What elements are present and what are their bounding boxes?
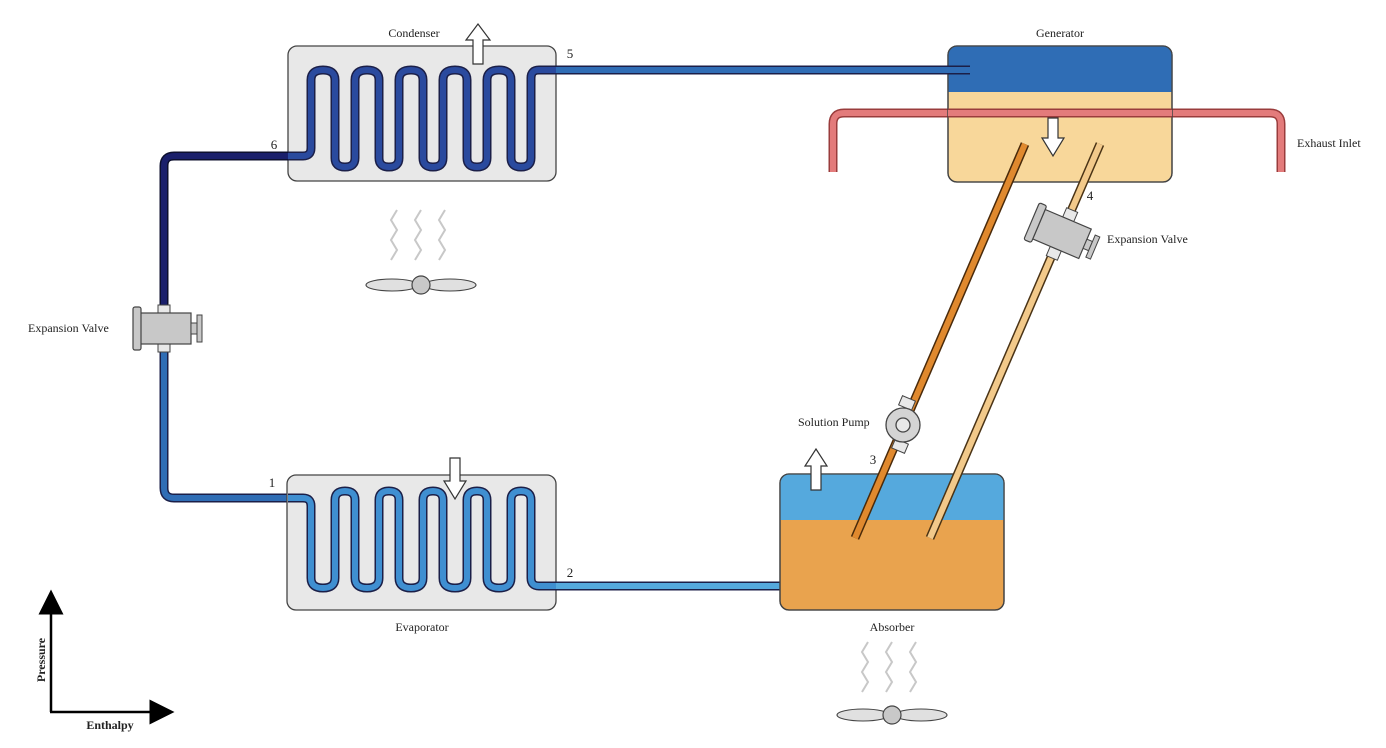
condenser-fan-icon: [365, 275, 477, 295]
solution-line-4: [925, 142, 1105, 540]
heat-reject-arrow-icon: [803, 447, 829, 491]
state-point-3: 3: [870, 452, 877, 467]
state-point-1: 1: [269, 475, 276, 490]
generator-unit: Generator: [947, 26, 1173, 183]
heat-out-arrow-icon: [464, 23, 492, 65]
expansion-valve-right: [1023, 202, 1101, 261]
absorber-label: Absorber: [870, 620, 915, 634]
pressure-axis-label: Pressure: [34, 637, 48, 682]
condenser-unit: Condenser: [287, 26, 557, 182]
expansion-valve-left-label: Expansion Valve: [28, 321, 109, 335]
evaporator-unit: Evaporator: [286, 474, 557, 634]
enthalpy-axis-label: Enthalpy: [86, 718, 133, 732]
evaporator-coil: [288, 488, 556, 591]
evaporator-label: Evaporator: [395, 620, 448, 634]
absorber-heat-waves-icon: [860, 641, 918, 693]
expansion-valve-left: [132, 304, 203, 353]
heat-in-arrow-icon: [1040, 117, 1066, 158]
pressure-enthalpy-axes: Pressure Enthalpy: [34, 589, 175, 732]
low-pressure-line-1: [159, 330, 288, 503]
expansion-valve-right-label: Expansion Valve: [1107, 232, 1188, 246]
liquid-line-6: [159, 151, 288, 320]
exhaust-inlet-label: Exhaust Inlet: [1297, 136, 1361, 150]
state-point-5: 5: [567, 46, 574, 61]
solution-pump: [885, 395, 921, 454]
heat-absorb-arrow-icon: [442, 457, 468, 501]
solution-pump-label: Solution Pump: [798, 415, 870, 429]
generator-label: Generator: [1036, 26, 1084, 40]
state-point-2: 2: [567, 565, 574, 580]
condenser-heat-waves-icon: [389, 209, 447, 261]
state-point-4: 4: [1087, 188, 1094, 203]
absorber-unit: Absorber: [779, 473, 1005, 634]
condenser-label: Condenser: [388, 26, 439, 40]
state-point-6: 6: [271, 137, 278, 152]
absorber-fan-icon: [836, 705, 948, 725]
solution-line-3: [850, 142, 1030, 540]
